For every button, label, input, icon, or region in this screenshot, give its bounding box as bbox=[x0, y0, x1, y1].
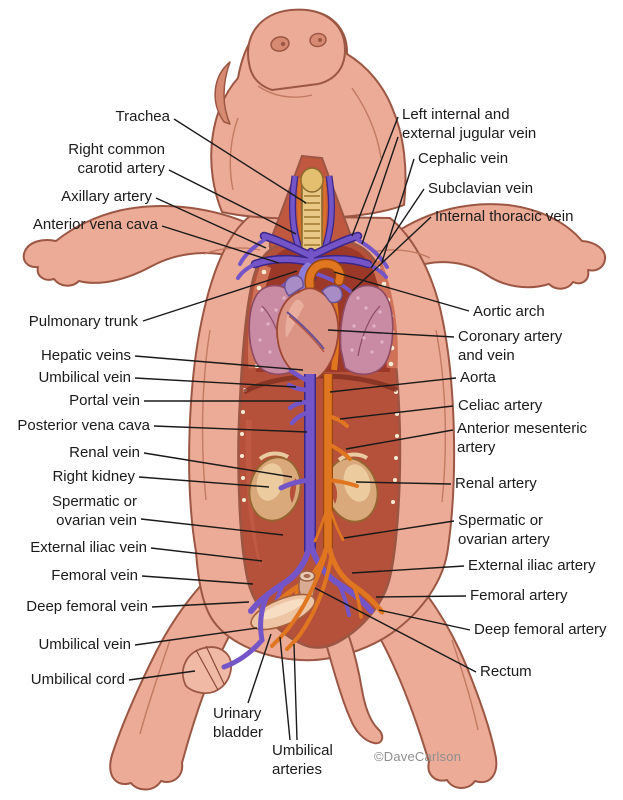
label-portal-vein: Portal vein bbox=[69, 392, 140, 411]
label-femoral-vein: Femoral vein bbox=[51, 567, 138, 586]
label-renal-artery: Renal artery bbox=[455, 475, 537, 494]
urinary-bladder-illustration bbox=[250, 593, 316, 631]
label-line: and vein bbox=[458, 346, 515, 364]
label-line: External iliac artery bbox=[468, 557, 596, 574]
label-pulmonary-trunk: Pulmonary trunk bbox=[29, 313, 138, 332]
label-line: Subclavian vein bbox=[428, 180, 534, 197]
label-line: Renal artery bbox=[455, 475, 537, 492]
label-posterior-vena-cava: Posterior vena cava bbox=[17, 417, 150, 436]
label-line: carotid artery bbox=[77, 159, 165, 177]
label-line: Aortic arch bbox=[473, 303, 545, 320]
right-lung bbox=[339, 284, 394, 375]
cord-tie bbox=[195, 645, 225, 691]
label-line: Coronary artery bbox=[458, 328, 563, 345]
label-umbilical-cord: Umbilical cord bbox=[31, 671, 125, 690]
label-line: Renal vein bbox=[69, 444, 140, 461]
label-line: arteries bbox=[272, 760, 323, 778]
label-line: Umbilical cord bbox=[30, 671, 125, 688]
label-femoral-artery: Femoral artery bbox=[470, 587, 568, 606]
label-line: Deep femoral vein bbox=[26, 598, 148, 615]
label-line: ovarian vein bbox=[56, 511, 137, 529]
label-line: Posterior vena cava bbox=[17, 417, 150, 434]
label-line: External iliac vein bbox=[30, 539, 147, 556]
label-deep-femoral-artery: Deep femoral artery bbox=[474, 621, 607, 640]
label-umbilical-vein-lower: Umbilical vein bbox=[38, 636, 131, 655]
label-umbilical-vein-upper: Umbilical vein bbox=[38, 369, 131, 388]
label-trachea: Trachea bbox=[116, 108, 170, 127]
label-axillary-artery: Axillary artery bbox=[61, 188, 152, 207]
label-line: Right kidney bbox=[52, 468, 135, 485]
label-line: Spermatic or bbox=[458, 512, 544, 529]
label-line: Femoral vein bbox=[51, 567, 138, 584]
nostril-left bbox=[270, 36, 290, 52]
label-line: Urinary bbox=[213, 705, 262, 722]
trachea-illustration bbox=[300, 167, 324, 259]
arterial-branches bbox=[313, 414, 359, 543]
renal-vein-illustration bbox=[278, 477, 313, 491]
label-rectum: Rectum bbox=[480, 663, 532, 682]
label-line: Deep femoral artery bbox=[474, 621, 607, 638]
label-line: Trachea bbox=[115, 108, 170, 125]
label-line: Umbilical bbox=[272, 742, 333, 759]
label-line: ovarian artery bbox=[458, 530, 550, 548]
label-line: Femoral artery bbox=[470, 587, 568, 604]
label-line: Hepatic veins bbox=[40, 347, 131, 364]
label-external-iliac-vein: External iliac vein bbox=[30, 539, 147, 558]
label-subclavian-vein: Subclavian vein bbox=[428, 180, 533, 199]
label-renal-vein: Renal vein bbox=[69, 444, 140, 463]
label-deep-femoral-vein: Deep femoral vein bbox=[26, 598, 148, 617]
trachea-rings bbox=[304, 195, 320, 253]
label-line: Internal thoracic vein bbox=[435, 208, 574, 225]
label-celiac-artery: Celiac artery bbox=[458, 397, 542, 416]
artist-watermark: ©DaveCarlson bbox=[374, 749, 462, 764]
label-line: artery bbox=[457, 438, 496, 456]
label-line: Umbilical vein bbox=[38, 369, 131, 386]
label-line: Anterior mesenteric bbox=[457, 420, 588, 437]
label-line: Axillary artery bbox=[61, 188, 152, 205]
label-line: Rectum bbox=[480, 663, 532, 680]
label-internal-thoracic-vein: Internal thoracic vein bbox=[435, 208, 573, 227]
label-line: Right common bbox=[68, 141, 165, 158]
label-anterior-vena-cava: Anterior vena cava bbox=[33, 216, 158, 235]
label-line: bladder bbox=[213, 723, 264, 741]
label-line: Aorta bbox=[460, 369, 496, 386]
label-right-kidney: Right kidney bbox=[52, 468, 135, 487]
label-line: Anterior vena cava bbox=[32, 216, 158, 233]
right-forelimb bbox=[389, 203, 607, 290]
label-external-iliac-artery: External iliac artery bbox=[468, 557, 596, 576]
label-line: Celiac artery bbox=[458, 397, 543, 414]
label-line: external jugular vein bbox=[402, 124, 537, 142]
label-line: Portal vein bbox=[69, 392, 140, 409]
right-kidney-illustration bbox=[325, 452, 379, 523]
label-line: Cephalic vein bbox=[418, 150, 509, 167]
ear-fold bbox=[214, 61, 231, 125]
label-aortic-arch: Aortic arch bbox=[473, 303, 545, 322]
label-line: Umbilical vein bbox=[38, 636, 131, 653]
label-line: Pulmonary trunk bbox=[28, 313, 138, 330]
label-hepatic-veins: Hepatic veins bbox=[41, 347, 131, 366]
label-line: Left internal and bbox=[402, 106, 510, 123]
label-cephalic-vein: Cephalic vein bbox=[418, 150, 508, 169]
label-line: Spermatic or bbox=[51, 493, 137, 510]
label-aorta: Aorta bbox=[460, 369, 496, 388]
snout bbox=[247, 8, 346, 91]
